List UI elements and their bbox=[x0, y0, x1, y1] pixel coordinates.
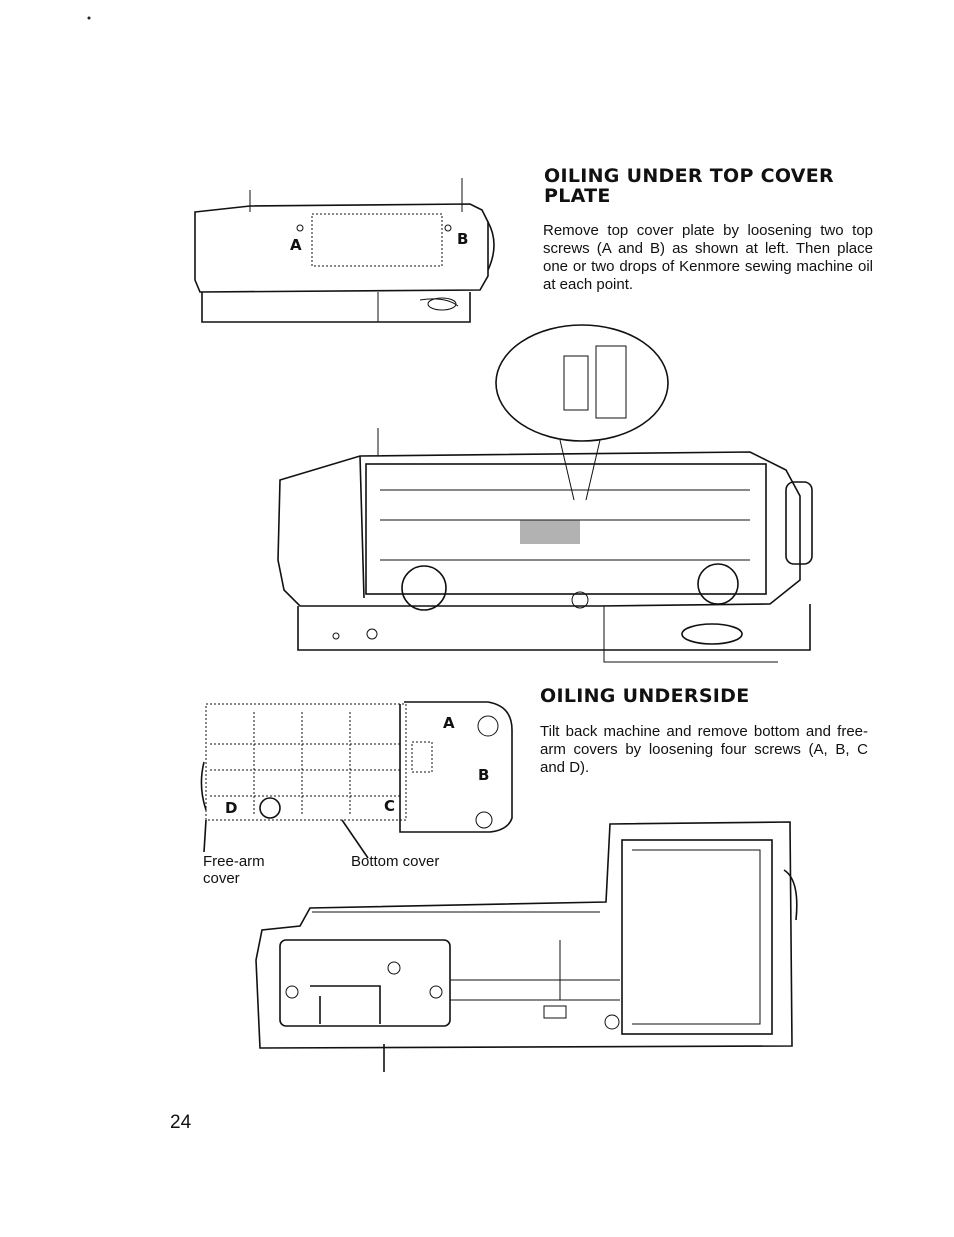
callout-screw-a-underside: A bbox=[443, 714, 455, 732]
open-top-machine-illustration bbox=[277, 324, 813, 663]
bottom-cover-label: Bottom cover bbox=[351, 853, 440, 870]
free-arm-label-line-2: cover bbox=[203, 870, 240, 887]
callout-screw-a-top: A bbox=[290, 236, 302, 254]
paragraph-top-cover: Remove top cover plate by loosening two … bbox=[543, 222, 873, 293]
underside-covers-diagram bbox=[200, 701, 513, 859]
callout-screw-b-top: B bbox=[457, 230, 469, 248]
heading-line-2: PLATE bbox=[544, 185, 611, 207]
paragraph-underside: Tilt back machine and remove bottom and … bbox=[540, 723, 868, 776]
underside-machine-illustration bbox=[255, 821, 798, 1072]
page-number: 24 bbox=[170, 1112, 192, 1133]
callout-screw-c-underside: C bbox=[384, 797, 396, 815]
callout-screw-b-underside: B bbox=[478, 766, 490, 784]
heading-line-1: OILING UNDER TOP COVER bbox=[544, 165, 834, 187]
top-cover-plate-illustration bbox=[194, 178, 495, 323]
free-arm-label-line-1: Free-arm bbox=[203, 853, 265, 870]
heading-oiling-under-top-cover: OILING UNDER TOP COVER PLATE bbox=[544, 166, 884, 206]
heading-oiling-underside: OILING UNDERSIDE bbox=[540, 685, 750, 707]
callout-screw-d-underside: D bbox=[225, 799, 238, 817]
free-arm-cover-label: Free-arm cover bbox=[203, 853, 265, 887]
